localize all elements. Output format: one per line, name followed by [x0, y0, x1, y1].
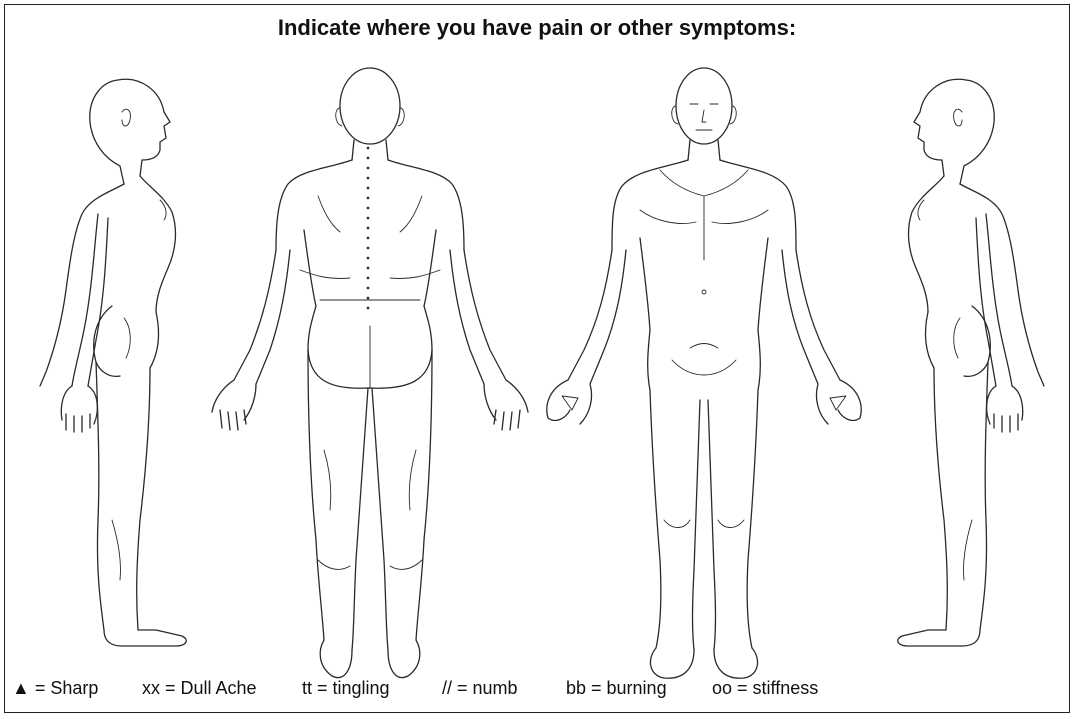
legend-burning: bb = burning	[566, 678, 667, 699]
body-front-icon[interactable]	[547, 68, 861, 678]
legend-stiffness: oo = stiffness	[712, 678, 818, 699]
symptom-legend: ▲ = Sharp xx = Dull Ache tt = tingling /…	[12, 678, 1052, 704]
legend-numb: // = numb	[442, 678, 518, 699]
body-back-icon[interactable]	[212, 68, 528, 678]
legend-tingling: tt = tingling	[302, 678, 390, 699]
body-side-right-icon[interactable]	[40, 79, 186, 646]
legend-dull-ache: xx = Dull Ache	[142, 678, 257, 699]
legend-sharp: ▲ = Sharp	[12, 678, 98, 699]
spine-dots	[367, 147, 370, 310]
body-side-left-icon[interactable]	[898, 79, 1044, 646]
